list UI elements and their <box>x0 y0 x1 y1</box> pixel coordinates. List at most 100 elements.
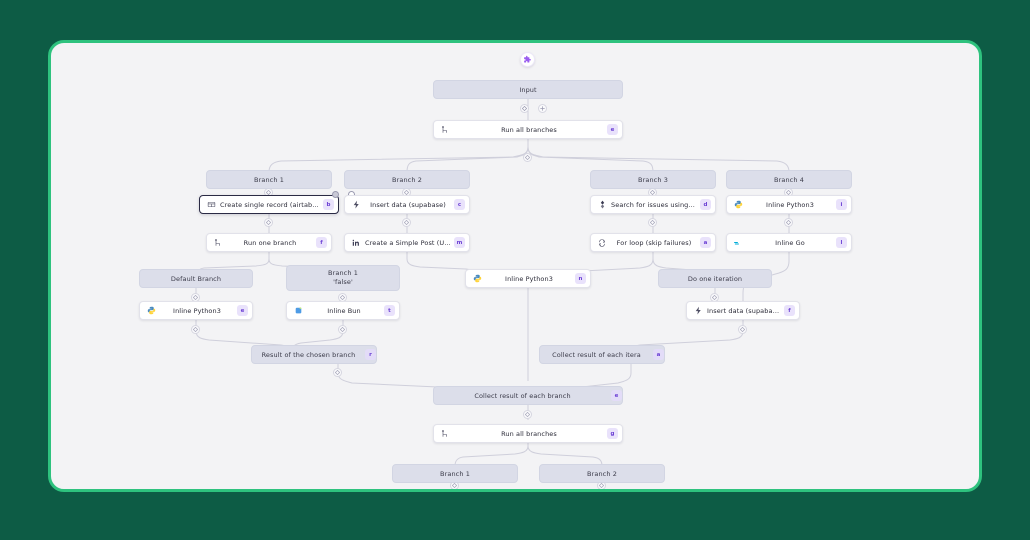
node-branch-1-top-label: Branch 1 <box>254 175 284 184</box>
node-insert-data-supabase-1-badge: c <box>454 199 465 210</box>
linkedin-icon <box>350 237 362 249</box>
node-inline-go-label: Inline Go <box>775 238 805 247</box>
connector-diamond-collect-branch-out[interactable] <box>523 410 532 419</box>
node-create-single-record-airtable-badge: b <box>323 199 334 210</box>
node-collect-result-each-iteration[interactable]: Collect result of each itera a <box>539 345 665 364</box>
node-run-all-branches-2-badge: g <box>607 428 618 439</box>
node-handle-source[interactable] <box>332 191 339 198</box>
node-insert-data-supabase-1[interactable]: Insert data (supabase) c <box>344 195 470 214</box>
node-branch-1-bottom-label: Branch 1 <box>440 469 470 478</box>
diamond-icon <box>452 483 457 488</box>
node-create-simple-post-linkedin-badge: m <box>454 237 465 248</box>
node-run-all-branches-2[interactable]: Run all branches g <box>433 424 623 443</box>
node-create-single-record-airtable-label: Create single record (airtable) <box>220 200 321 209</box>
node-create-simple-post-linkedin-label: Create a Simple Post (User) (... <box>365 238 454 247</box>
node-default-branch-label: Default Branch <box>170 274 222 283</box>
connector-diamond-jira-out[interactable] <box>648 218 657 227</box>
go-icon <box>732 237 744 249</box>
diamond-icon <box>522 106 527 111</box>
node-run-all-branches-1-badge: e <box>607 124 618 135</box>
puzzle-piece-glyph <box>524 55 531 63</box>
node-do-one-iteration-label: Do one iteration <box>687 274 743 283</box>
diamond-icon <box>712 295 717 300</box>
node-search-issues-jql-jira[interactable]: Search for issues using JQL (... d <box>590 195 716 214</box>
diamond-icon <box>335 370 340 375</box>
node-inline-python3-2-badge: n <box>575 273 586 284</box>
connector-diamond-airtable-out[interactable] <box>264 218 273 227</box>
diamond-icon <box>193 295 198 300</box>
node-branch-3-top-label: Branch 3 <box>638 175 668 184</box>
node-inline-bun-label: Inline Bun <box>327 306 361 315</box>
node-collect-result-each-branch[interactable]: Collect result of each branch e <box>433 386 623 405</box>
node-branch-2-bottom-label: Branch 2 <box>587 469 617 478</box>
node-run-all-branches-1[interactable]: Run all branches e <box>433 120 623 139</box>
node-create-simple-post-linkedin[interactable]: Create a Simple Post (User) (... m <box>344 233 470 252</box>
node-branch-2-top-label: Branch 2 <box>392 175 422 184</box>
flow-canvas[interactable]: Input Run all branches e Branch 1 Branch… <box>51 43 979 489</box>
diamond-icon <box>525 155 530 160</box>
node-inline-go[interactable]: Inline Go l <box>726 233 852 252</box>
node-for-loop-skip-failures[interactable]: For loop (skip failures) a <box>590 233 716 252</box>
jira-icon <box>596 199 608 211</box>
connector-diamond-supabase-2-out[interactable] <box>738 325 747 334</box>
node-inline-python3-3[interactable]: Inline Python3 e <box>139 301 253 320</box>
node-inline-python3-1-label: Inline Python3 <box>766 200 814 209</box>
python-icon <box>732 199 744 211</box>
node-for-loop-skip-failures-label: For loop (skip failures) <box>616 238 692 247</box>
connector-diamond-python-1-out[interactable] <box>784 218 793 227</box>
connector-diamond-result-out[interactable] <box>333 368 342 377</box>
node-for-loop-skip-failures-badge: a <box>700 237 711 248</box>
node-branch-3-top[interactable]: Branch 3 <box>590 170 716 189</box>
python-icon <box>471 273 483 285</box>
node-branch-2-bottom[interactable]: Branch 2 <box>539 464 665 483</box>
node-branch-1-bottom[interactable]: Branch 1 <box>392 464 518 483</box>
node-run-one-branch[interactable]: Run one branch f <box>206 233 332 252</box>
node-inline-go-badge: l <box>836 237 847 248</box>
node-branch-1-false-label: Branch 1 <box>328 268 358 277</box>
node-run-all-branches-2-label: Run all branches <box>501 429 557 438</box>
node-result-of-chosen-branch[interactable]: Result of the chosen branch r <box>251 345 377 364</box>
diamond-icon <box>525 412 530 417</box>
node-inline-python3-2-label: Inline Python3 <box>505 274 553 283</box>
node-inline-python3-2[interactable]: Inline Python3 n <box>465 269 591 288</box>
node-branch-1-false[interactable]: Branch 1 'false' <box>286 265 400 291</box>
node-input[interactable]: Input <box>433 80 623 99</box>
node-result-of-chosen-branch-label: Result of the chosen branch <box>261 350 356 359</box>
node-default-branch[interactable]: Default Branch <box>139 269 253 288</box>
connector-diamond-run-all-1-out[interactable] <box>523 153 532 162</box>
connector-diamond-python-3-out[interactable] <box>191 325 200 334</box>
connector-add-button[interactable] <box>538 104 547 113</box>
puzzle-piece-icon <box>520 52 535 67</box>
supabase-icon <box>350 199 362 211</box>
diamond-icon <box>740 327 745 332</box>
node-collect-result-each-branch-badge: e <box>611 390 622 401</box>
node-branch-4-top[interactable]: Branch 4 <box>726 170 852 189</box>
node-insert-data-supabase-2-badge: f <box>784 305 795 316</box>
node-branch-4-top-label: Branch 4 <box>774 175 804 184</box>
connector-settings-button[interactable] <box>520 104 529 113</box>
node-inline-bun[interactable]: Inline Bun t <box>286 301 400 320</box>
connector-diamond-supabase-out[interactable] <box>402 218 411 227</box>
node-collect-result-each-iteration-badge: a <box>653 349 664 360</box>
diamond-icon <box>786 190 791 195</box>
python-icon <box>145 305 157 317</box>
connector-diamond-bun-out[interactable] <box>338 325 347 334</box>
node-input-label: Input <box>519 85 537 94</box>
loop-icon <box>596 237 608 249</box>
diamond-icon <box>340 295 345 300</box>
diamond-icon <box>266 220 271 225</box>
node-branch-1-top[interactable]: Branch 1 <box>206 170 332 189</box>
branch-icon <box>439 428 451 440</box>
node-inline-python3-3-badge: e <box>237 305 248 316</box>
node-do-one-iteration[interactable]: Do one iteration <box>658 269 772 288</box>
node-insert-data-supabase-1-label: Insert data (supabase) <box>370 200 446 209</box>
node-result-of-chosen-branch-badge: r <box>365 349 376 360</box>
node-branch-2-top[interactable]: Branch 2 <box>344 170 470 189</box>
node-create-single-record-airtable[interactable]: Create single record (airtable) b <box>199 195 339 214</box>
diamond-icon <box>599 483 604 488</box>
node-inline-python3-1[interactable]: Inline Python3 i <box>726 195 852 214</box>
diamond-icon <box>404 190 409 195</box>
node-insert-data-supabase-2[interactable]: Insert data (supabase) f <box>686 301 800 320</box>
diamond-icon <box>650 220 655 225</box>
